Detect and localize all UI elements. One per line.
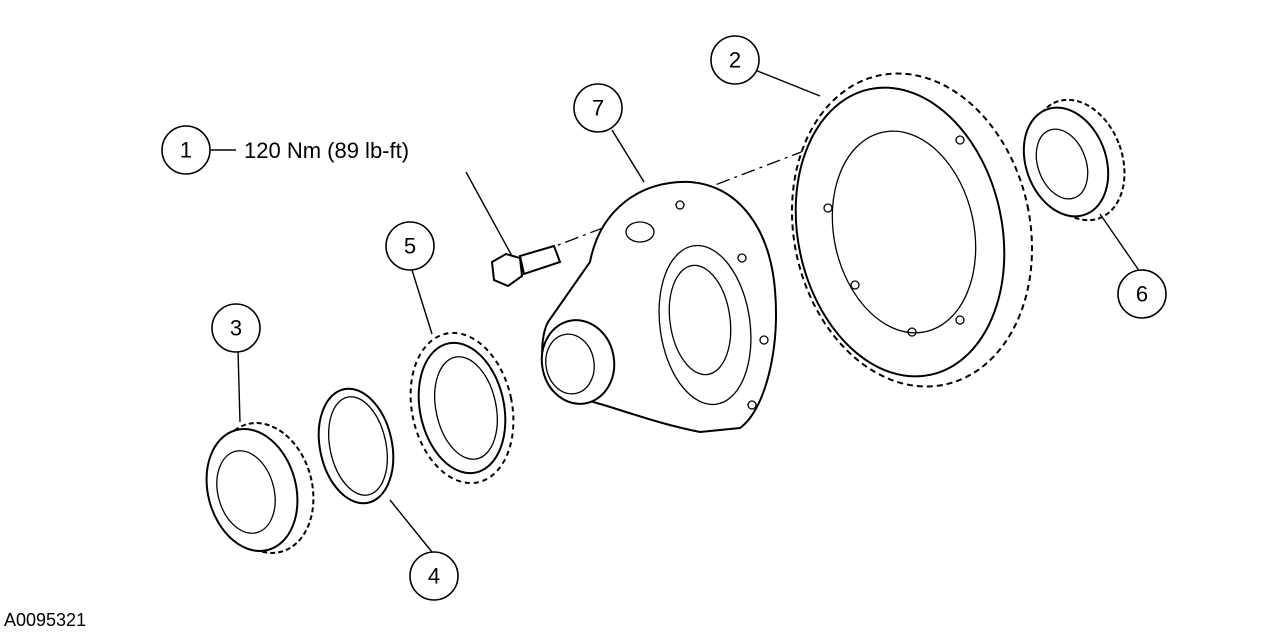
- leader-4: [389, 499, 433, 553]
- bolt: [490, 244, 562, 288]
- callout-4-number: 4: [428, 564, 440, 589]
- callout-5-number: 5: [404, 234, 416, 259]
- callout-3-number: 3: [230, 316, 242, 341]
- callout-7: 7: [573, 83, 623, 133]
- differential-case: [540, 180, 777, 434]
- callout-2-number: 2: [729, 48, 741, 73]
- leader-5: [411, 269, 433, 335]
- callout-5: 5: [385, 221, 435, 271]
- right-bearing: [1022, 98, 1126, 222]
- callout-1: 1: [161, 125, 211, 175]
- callout-1-number: 1: [180, 138, 192, 163]
- leader-7: [611, 129, 645, 183]
- figure-id: A0095321: [4, 610, 86, 630]
- ring-gear: [790, 72, 1034, 388]
- speed-sensor-ring: [409, 331, 515, 485]
- callout-3: 3: [211, 303, 261, 353]
- leader-1-bolt: [465, 171, 513, 257]
- leader-2: [754, 69, 821, 97]
- callout-6-number: 6: [1136, 282, 1148, 307]
- torque-spec-label: 120 Nm (89 lb-ft): [244, 138, 409, 163]
- callout-7-number: 7: [592, 96, 604, 121]
- callout-4: 4: [409, 551, 459, 601]
- leader-6: [1099, 213, 1141, 273]
- leader-3: [237, 349, 241, 423]
- shim-ring: [317, 387, 395, 505]
- callout-6: 6: [1117, 269, 1167, 319]
- callout-2: 2: [710, 35, 760, 85]
- left-bearing: [205, 422, 315, 554]
- assembly-axis-line: [539, 117, 891, 253]
